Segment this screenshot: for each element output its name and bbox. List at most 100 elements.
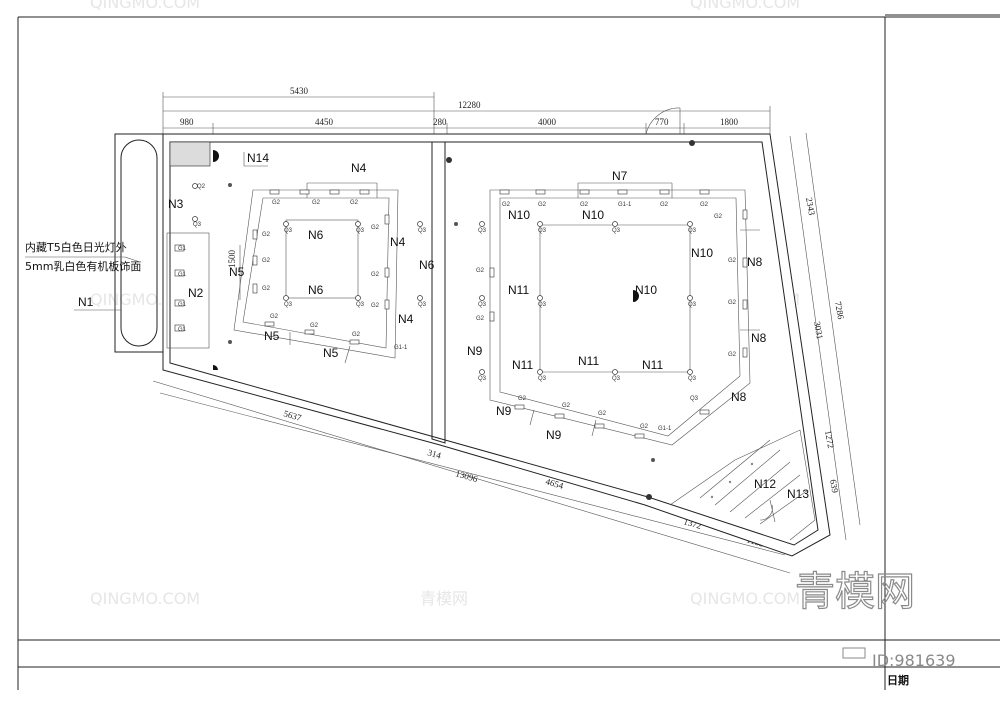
zone-label-n6: N6 — [308, 283, 324, 297]
fixture-label: Q3 — [688, 376, 697, 382]
zone-label-n5: N5 — [229, 265, 245, 279]
fixture-label: Q3 — [193, 222, 202, 228]
fixture-label: G1-1 — [658, 426, 672, 432]
fixture-label: Q3 — [356, 228, 365, 234]
fixture-label: G2 — [700, 202, 709, 208]
fixture-label: Q3 — [690, 396, 699, 402]
dim-label: 980 — [180, 117, 194, 127]
dim-label: 4450 — [315, 117, 334, 127]
fixture-label: G2 — [272, 200, 281, 206]
track-lights — [174, 189, 748, 439]
sheet-frame — [17, 14, 1000, 690]
dim-label: 5637 — [282, 408, 303, 423]
zone-label-n1: N1 — [78, 295, 94, 309]
dim-label: 2343 — [804, 197, 817, 217]
watermark: QINGMO.COM — [90, 0, 200, 12]
zone-label-n10: N10 — [508, 208, 530, 222]
dim-label: 639 — [828, 479, 840, 495]
fixture-label: G2 — [476, 316, 485, 322]
fixture-label: G2 — [371, 272, 380, 278]
zone-label-n5: N5 — [323, 346, 339, 360]
fixture-label: Q3 — [478, 302, 487, 308]
fixture-label: G2 — [660, 202, 669, 208]
watermark: QINGMO.COM — [690, 0, 800, 12]
fixture-label: Q3 — [612, 376, 621, 382]
fixture-label: G1-1 — [394, 345, 408, 351]
fixture-label: Q2 — [197, 184, 206, 190]
fixture-label: Q3 — [478, 228, 487, 234]
zone-label-n10: N10 — [635, 283, 657, 297]
zone-label-n8: N8 — [751, 331, 767, 345]
dim-label: 3031 — [812, 321, 825, 340]
fixture-label: G1-1 — [618, 202, 632, 208]
watermark: QINGMO.COM — [690, 589, 800, 608]
zone-labels: N1 N2 N3 N4 N4 N4 N5 N5 N5 N6 N6 N6 N7 N… — [74, 151, 809, 501]
zone-label-n9: N9 — [546, 428, 562, 442]
zone-label-n11: N11 — [578, 354, 599, 368]
fixture-label: G1 — [178, 327, 187, 333]
fixture-label: G2 — [371, 225, 380, 231]
dim-label: 4000 — [538, 117, 557, 127]
fixture-label: G2 — [371, 303, 380, 309]
dim-label: 1500 — [227, 250, 237, 269]
zone-label-n11: N11 — [642, 358, 663, 372]
id-label: ID:981639 — [872, 651, 956, 670]
zone-label-n10: N10 — [582, 208, 604, 222]
dimension-lines-top: 5430 12280 980 4450 280 4000 770 1800 — [162, 86, 771, 140]
fixture-label: G2 — [350, 200, 359, 206]
fixture-label: G1 — [178, 302, 187, 308]
fixture-label: Q3 — [418, 228, 427, 234]
date-label: 日期 — [887, 673, 909, 687]
dim-label: 12280 — [458, 100, 481, 110]
fixture-label: G1 — [178, 246, 187, 252]
zone-label-n7: N7 — [612, 169, 628, 183]
fixture-label: Q3 — [284, 302, 293, 308]
fixture-label: Q3 — [284, 228, 293, 234]
fixture-labels: Q2 Q3 G1 G1 G1 G1 G2 G2 G2 Q3 Q3 G2 G2 G… — [178, 184, 737, 432]
fixture-label: G2 — [580, 202, 589, 208]
fixture-label: G2 — [714, 214, 723, 220]
id-icon — [842, 647, 866, 659]
note-text: 内藏T5白色日光灯外 — [25, 240, 127, 254]
zone-label-n6: N6 — [419, 258, 435, 272]
spotlights — [192, 183, 693, 375]
fixture-label: G2 — [262, 286, 271, 292]
zone-label-n11: N11 — [512, 358, 533, 372]
fixture-label: G2 — [312, 200, 321, 206]
fixture-label: Q3 — [356, 302, 365, 308]
zone-label-n3: N3 — [168, 197, 184, 211]
brand-block: 青模网 ID:981639 日期 — [794, 568, 956, 687]
watermark: QINGMO.COM — [90, 589, 200, 608]
zone-label-n14: N14 — [247, 151, 269, 165]
fixture-note: 内藏T5白色日光灯外 5mm乳白色有机板饰面 — [25, 240, 141, 273]
fixture-label: G2 — [728, 258, 737, 264]
zone-label-n2: N2 — [188, 286, 204, 300]
fixture-label: G2 — [270, 314, 279, 320]
fixture-label: G2 — [562, 403, 571, 409]
zone-label-n5: N5 — [264, 329, 280, 343]
zone-label-n4: N4 — [351, 161, 367, 175]
fixture-label: Q3 — [418, 302, 427, 308]
zone-label-n8: N8 — [731, 390, 747, 404]
dim-label: 13096 — [454, 468, 479, 484]
building-walls — [114, 107, 831, 557]
fixture-label: G2 — [538, 202, 547, 208]
fixture-label: G2 — [262, 232, 271, 238]
fixture-label: G2 — [310, 323, 319, 329]
brand-logo: 青模网 — [795, 569, 915, 615]
zone-label-n4: N4 — [390, 235, 406, 249]
zone-label-n11: N11 — [508, 283, 529, 297]
fixture-label: Q3 — [688, 228, 697, 234]
fixture-label: G2 — [598, 411, 607, 417]
fixture-label: G2 — [640, 424, 649, 430]
fixture-label: G2 — [262, 258, 271, 264]
zone-label-n10: N10 — [691, 246, 713, 260]
dim-label: 5430 — [290, 86, 309, 96]
zone-label-n13: N13 — [787, 487, 809, 501]
fixture-label: G2 — [728, 352, 737, 358]
fixture-label: G2 — [476, 268, 485, 274]
zone-label-n4: N4 — [398, 312, 414, 326]
fixture-label: G2 — [352, 332, 361, 338]
fixture-label: G2 — [502, 202, 511, 208]
fixture-label: Q3 — [538, 228, 547, 234]
